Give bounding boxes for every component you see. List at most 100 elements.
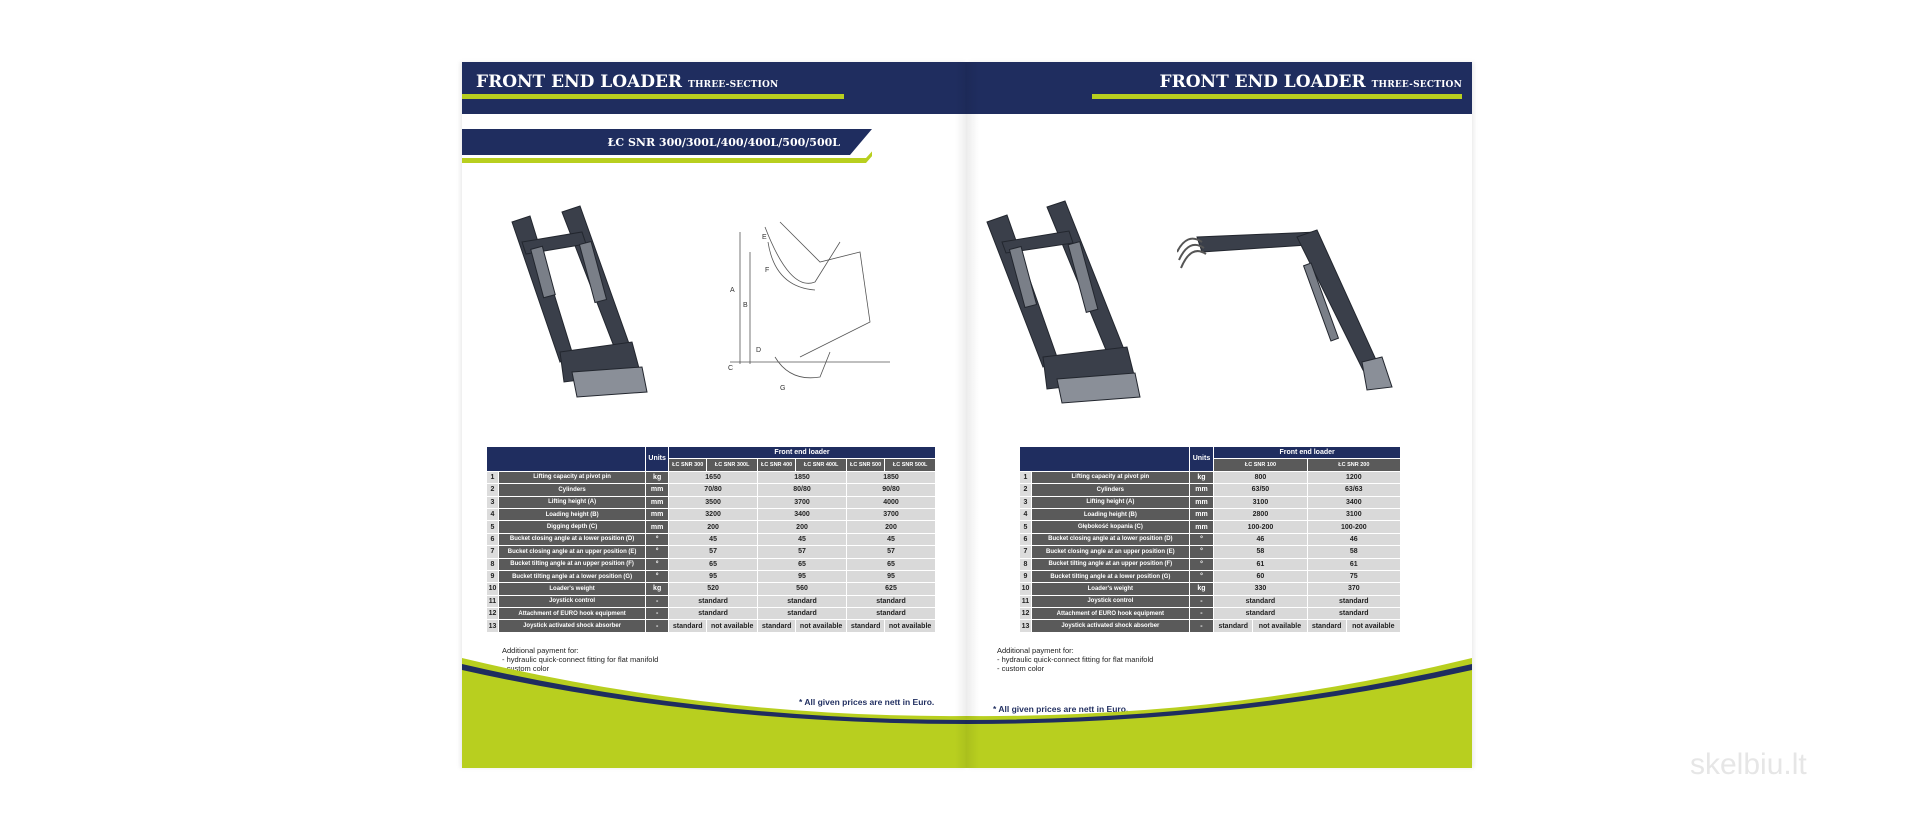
row-value: 100-200	[1306, 520, 1402, 534]
row-value: 330	[1213, 582, 1308, 596]
row-parameter: Cylinders	[1031, 483, 1190, 497]
note-line: - hydraulic quick-connect fitting for fl…	[502, 655, 659, 664]
row-parameter: Lifting height (A)	[497, 495, 647, 509]
row-value: standard	[845, 619, 886, 633]
row-value: standard	[1306, 594, 1402, 609]
row-unit: mm	[645, 520, 670, 534]
row-value: 3100	[1213, 495, 1308, 509]
row-unit: mm	[645, 507, 670, 522]
row-value: not available	[795, 619, 847, 633]
row-value: 63/63	[1306, 483, 1402, 497]
row-value: 45	[757, 532, 847, 547]
row-value: 1200	[1306, 470, 1402, 485]
model-header: ŁC SNR 200	[1306, 458, 1402, 472]
row-parameter: Głębokość kopania (C)	[1031, 520, 1190, 534]
row-value: standard	[757, 607, 847, 621]
row-unit: kg	[645, 582, 670, 596]
prices-note: * All given prices are nett in Euro.	[993, 704, 1129, 714]
row-unit: mm	[1188, 483, 1215, 497]
row-unit: °	[645, 557, 670, 571]
row-unit: °	[1188, 532, 1215, 547]
row-unit: °	[645, 545, 670, 559]
row-number: 6	[1019, 532, 1032, 547]
row-value: 200	[846, 520, 936, 534]
row-value: 3400	[1306, 495, 1402, 509]
row-value: 1650	[668, 470, 759, 485]
footer-wave	[462, 658, 967, 768]
row-parameter: Digging depth (C)	[497, 520, 647, 534]
group-header: Front end loader	[668, 445, 936, 460]
note-heading: Additional payment for:	[997, 646, 1074, 655]
row-parameter: Joystick activated shock absorber	[1031, 619, 1190, 633]
row-value: 65	[757, 557, 847, 571]
row-number: 9	[1019, 569, 1032, 584]
model-header: ŁC SNR 500	[845, 458, 886, 472]
row-number: 7	[1019, 545, 1032, 559]
row-unit: -	[1188, 607, 1215, 621]
row-value: 520	[668, 582, 759, 596]
row-value: 370	[1306, 582, 1402, 596]
header-stripe	[462, 94, 844, 99]
row-value: 60	[1213, 569, 1308, 584]
row-value: 65	[846, 557, 936, 571]
row-parameter: Joystick control	[497, 594, 647, 609]
row-parameter: Attachment of EURO hook equipment	[1031, 607, 1190, 621]
row-unit: °	[1188, 569, 1215, 584]
row-number: 2	[1019, 483, 1032, 497]
row-parameter: Loading height (B)	[1031, 507, 1190, 522]
model-header: ŁC SNR 300L	[706, 458, 759, 472]
row-value: 560	[757, 582, 847, 596]
row-value: 57	[846, 545, 936, 559]
header-stripe	[1092, 94, 1462, 99]
row-value: standard	[668, 594, 759, 609]
row-value: 61	[1306, 557, 1402, 571]
row-number: 2	[486, 483, 499, 497]
row-value: not available	[1252, 619, 1308, 633]
model-header: ŁC SNR 500L	[884, 458, 936, 472]
row-unit: -	[645, 619, 670, 633]
loader-arm-image	[1177, 229, 1393, 391]
header-blank	[1019, 446, 1190, 472]
row-unit: kg	[1188, 582, 1215, 596]
row-unit: mm	[1188, 507, 1215, 522]
watermark: skelbiu.lt	[1690, 748, 1807, 781]
row-unit: -	[1188, 594, 1215, 609]
row-number: 3	[1019, 495, 1032, 509]
row-number: 13	[486, 619, 499, 633]
row-number: 8	[486, 557, 499, 571]
row-number: 11	[1019, 594, 1032, 609]
row-parameter: Attachment of EURO hook equipment	[497, 607, 647, 621]
row-value: 75	[1306, 569, 1402, 584]
row-unit: °	[645, 532, 670, 547]
row-parameter: Bucket tilting angle at an upper positio…	[1031, 557, 1190, 571]
dim-label-c: C	[728, 365, 733, 372]
row-value: standard	[757, 594, 847, 609]
row-value: 65	[668, 557, 759, 571]
row-number: 10	[1019, 582, 1032, 596]
dim-label-d: D	[756, 347, 761, 354]
row-value: 100-200	[1213, 520, 1308, 534]
row-unit: mm	[645, 495, 670, 509]
row-value: 63/50	[1213, 483, 1308, 497]
row-parameter: Loader's weight	[1031, 582, 1190, 596]
row-number: 11	[486, 594, 499, 609]
row-parameter: Loading height (B)	[497, 507, 647, 522]
dim-label-f: F	[765, 267, 769, 274]
row-value: standard	[757, 619, 797, 633]
row-value: standard	[1213, 619, 1254, 633]
